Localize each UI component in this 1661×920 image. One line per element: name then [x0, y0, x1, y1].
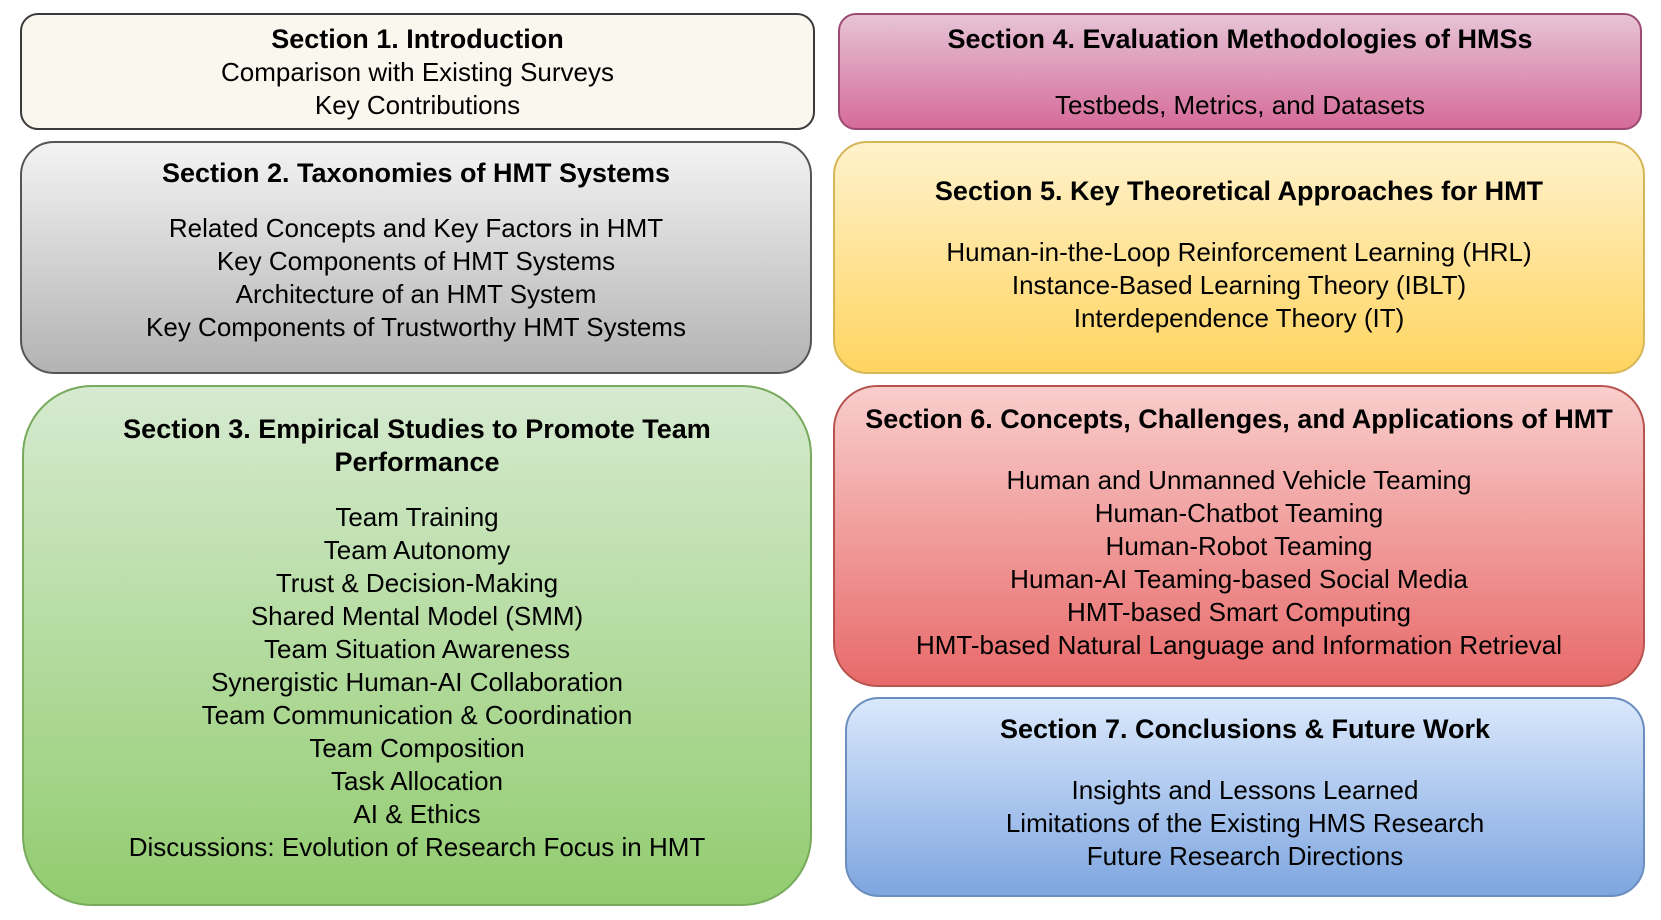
section-2-item: Key Components of Trustworthy HMT System… [146, 312, 686, 342]
section-7-title: Section 7. Conclusions & Future Work [999, 714, 1491, 744]
section-3-box: Section 3. Empirical Studies to Promote … [22, 385, 812, 906]
section-6-item: Human-Robot Teaming [1105, 531, 1373, 561]
section-6-item: Human-AI Teaming-based Social Media [1010, 564, 1468, 594]
section-2-item: Related Concepts and Key Factors in HMT [168, 213, 664, 243]
section-1-title: Section 1. Introduction [271, 24, 564, 54]
section-5-box: Section 5. Key Theoretical Approaches fo… [833, 141, 1645, 374]
section-1-box: Section 1. Introduction Comparison with … [20, 13, 815, 130]
section-2-item: Architecture of an HMT System [235, 279, 597, 309]
section-5-title: Section 5. Key Theoretical Approaches fo… [934, 176, 1544, 206]
section-3-item: Team Communication & Coordination [201, 700, 633, 730]
section-6-item: Human-Chatbot Teaming [1094, 498, 1384, 528]
section-6-item: HMT-based Natural Language and Informati… [915, 630, 1563, 660]
section-6-item: HMT-based Smart Computing [1067, 597, 1411, 627]
section-3-item: Trust & Decision-Making [275, 568, 559, 598]
section-6-item: Human and Unmanned Vehicle Teaming [1006, 465, 1472, 495]
section-3-item: Team Training [335, 502, 499, 532]
section-3-item: Team Composition [309, 733, 525, 763]
section-6-box: Section 6. Concepts, Challenges, and App… [833, 385, 1645, 687]
section-5-item: Human-in-the-Loop Reinforcement Learning… [946, 237, 1532, 267]
section-3-item: Team Situation Awareness [264, 634, 570, 664]
section-7-item: Insights and Lessons Learned [1071, 775, 1419, 805]
section-3-item: AI & Ethics [353, 799, 481, 829]
section-5-item: Interdependence Theory (IT) [1073, 303, 1405, 333]
section-1-item: Comparison with Existing Surveys [220, 57, 615, 87]
section-3-title-line: Section 3. Empirical Studies to Promote … [123, 414, 711, 444]
section-7-box: Section 7. Conclusions & Future Work Ins… [845, 697, 1645, 897]
section-4-item: Testbeds, Metrics, and Datasets [1055, 90, 1425, 120]
section-3-item: Discussions: Evolution of Research Focus… [128, 832, 706, 862]
section-5-item: Instance-Based Learning Theory (IBLT) [1011, 270, 1467, 300]
section-2-item: Key Components of HMT Systems [216, 246, 616, 276]
section-2-title: Section 2. Taxonomies of HMT Systems [161, 158, 671, 188]
section-4-title: Section 4. Evaluation Methodologies of H… [947, 24, 1533, 54]
section-7-item: Limitations of the Existing HMS Research [1005, 808, 1485, 838]
section-2-box: Section 2. Taxonomies of HMT Systems Rel… [20, 141, 812, 374]
section-3-item: Synergistic Human-AI Collaboration [211, 667, 623, 697]
section-3-item: Task Allocation [331, 766, 503, 796]
section-3-item: Shared Mental Model (SMM) [250, 601, 584, 631]
section-1-item: Key Contributions [314, 90, 521, 120]
section-6-title: Section 6. Concepts, Challenges, and App… [865, 404, 1613, 434]
section-7-item: Future Research Directions [1086, 841, 1404, 871]
section-4-box: Section 4. Evaluation Methodologies of H… [838, 13, 1642, 130]
section-3-title-line: Performance [334, 447, 500, 477]
section-3-item: Team Autonomy [323, 535, 511, 565]
